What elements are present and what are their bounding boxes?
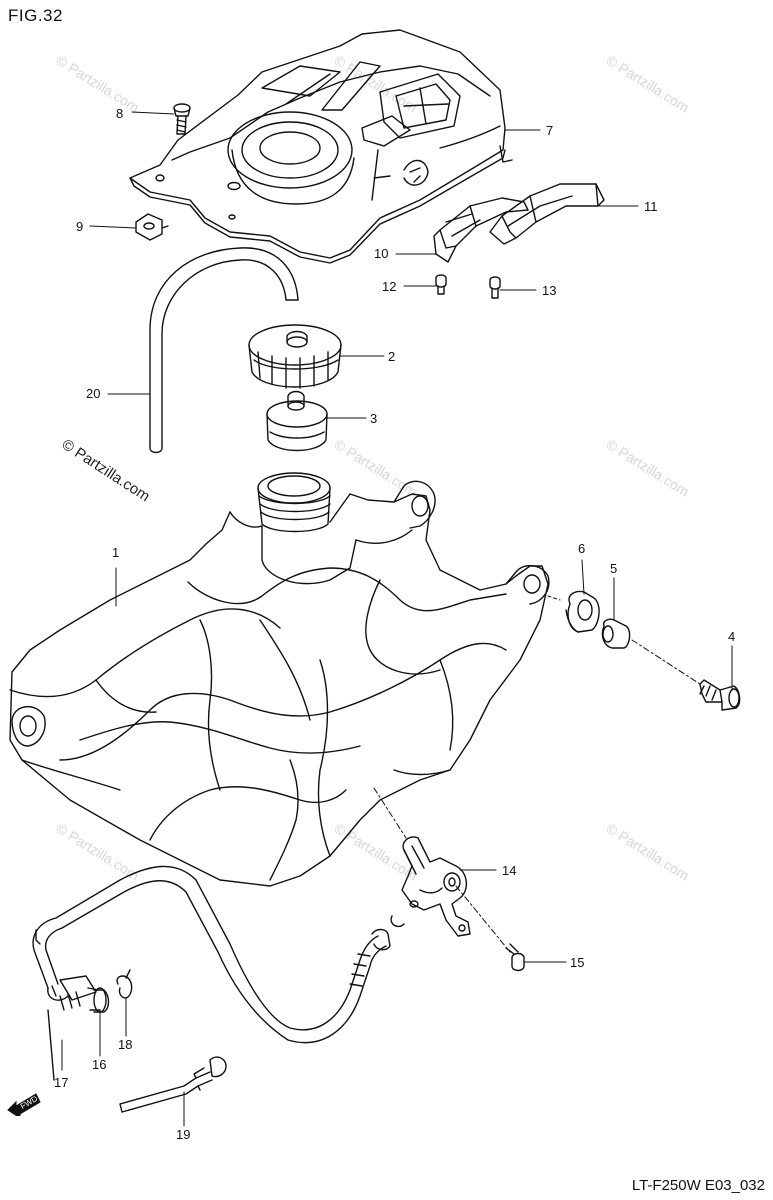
bolt-part-4 (699, 679, 741, 711)
part-callout-17: 17 (54, 1075, 69, 1090)
part-callout-4: 4 (728, 629, 736, 644)
part-callout-2: 2 (388, 349, 396, 364)
part-callout-1: 1 (112, 545, 120, 560)
fuel-valve-part-14 (390, 836, 471, 937)
part-callout-5: 5 (610, 561, 618, 576)
part-callout-15: 15 (570, 955, 585, 970)
fuel-cap-part-2 (248, 324, 342, 389)
part-callout-13: 13 (542, 283, 557, 298)
fuel-tank-cover-part-7 (129, 29, 513, 264)
drain-rod-part-19 (119, 1056, 227, 1113)
part-callout-7: 7 (546, 123, 554, 138)
screw-part-13 (489, 276, 501, 299)
screw-part-8 (173, 103, 191, 135)
part-callout-19: 19 (176, 1127, 191, 1142)
part-callout-3: 3 (370, 411, 378, 426)
callout-leader-lines (61, 111, 733, 1127)
bracket-part-11 (489, 183, 605, 245)
part-callout-8: 8 (116, 106, 124, 121)
figure-label: FIG.32 (8, 6, 63, 25)
clip-part-18 (116, 969, 133, 999)
part-callout-10: 10 (374, 246, 389, 261)
fuel-tank-part-1 (9, 472, 550, 887)
breather-hose-part-20 (149, 247, 299, 454)
part-callout-11: 11 (644, 199, 658, 214)
part-callout-12: 12 (382, 279, 397, 294)
screw-part-12 (435, 274, 447, 295)
part-callout-9: 9 (76, 219, 84, 234)
fuel-hose-part-17 (32, 865, 391, 1081)
part-callout-14: 14 (502, 863, 517, 878)
cap-gasket-part-3 (266, 390, 328, 452)
screw-part-15 (505, 943, 525, 972)
hose-joint-part-16 (59, 975, 110, 1013)
part-callout-16: 16 (92, 1057, 107, 1072)
part-callout-18: 18 (118, 1037, 133, 1052)
part-callout-6: 6 (578, 541, 586, 556)
part-callout-20: 20 (86, 386, 101, 401)
model-code: LT-F250W E03_032 (631, 1177, 765, 1194)
forward-arrow-icon: FWD (7, 1093, 41, 1116)
bracket-part-10 (433, 197, 529, 263)
cushion-part-6 (565, 590, 600, 633)
clip-nut-part-9 (135, 213, 169, 241)
collar-part-5 (601, 618, 631, 649)
